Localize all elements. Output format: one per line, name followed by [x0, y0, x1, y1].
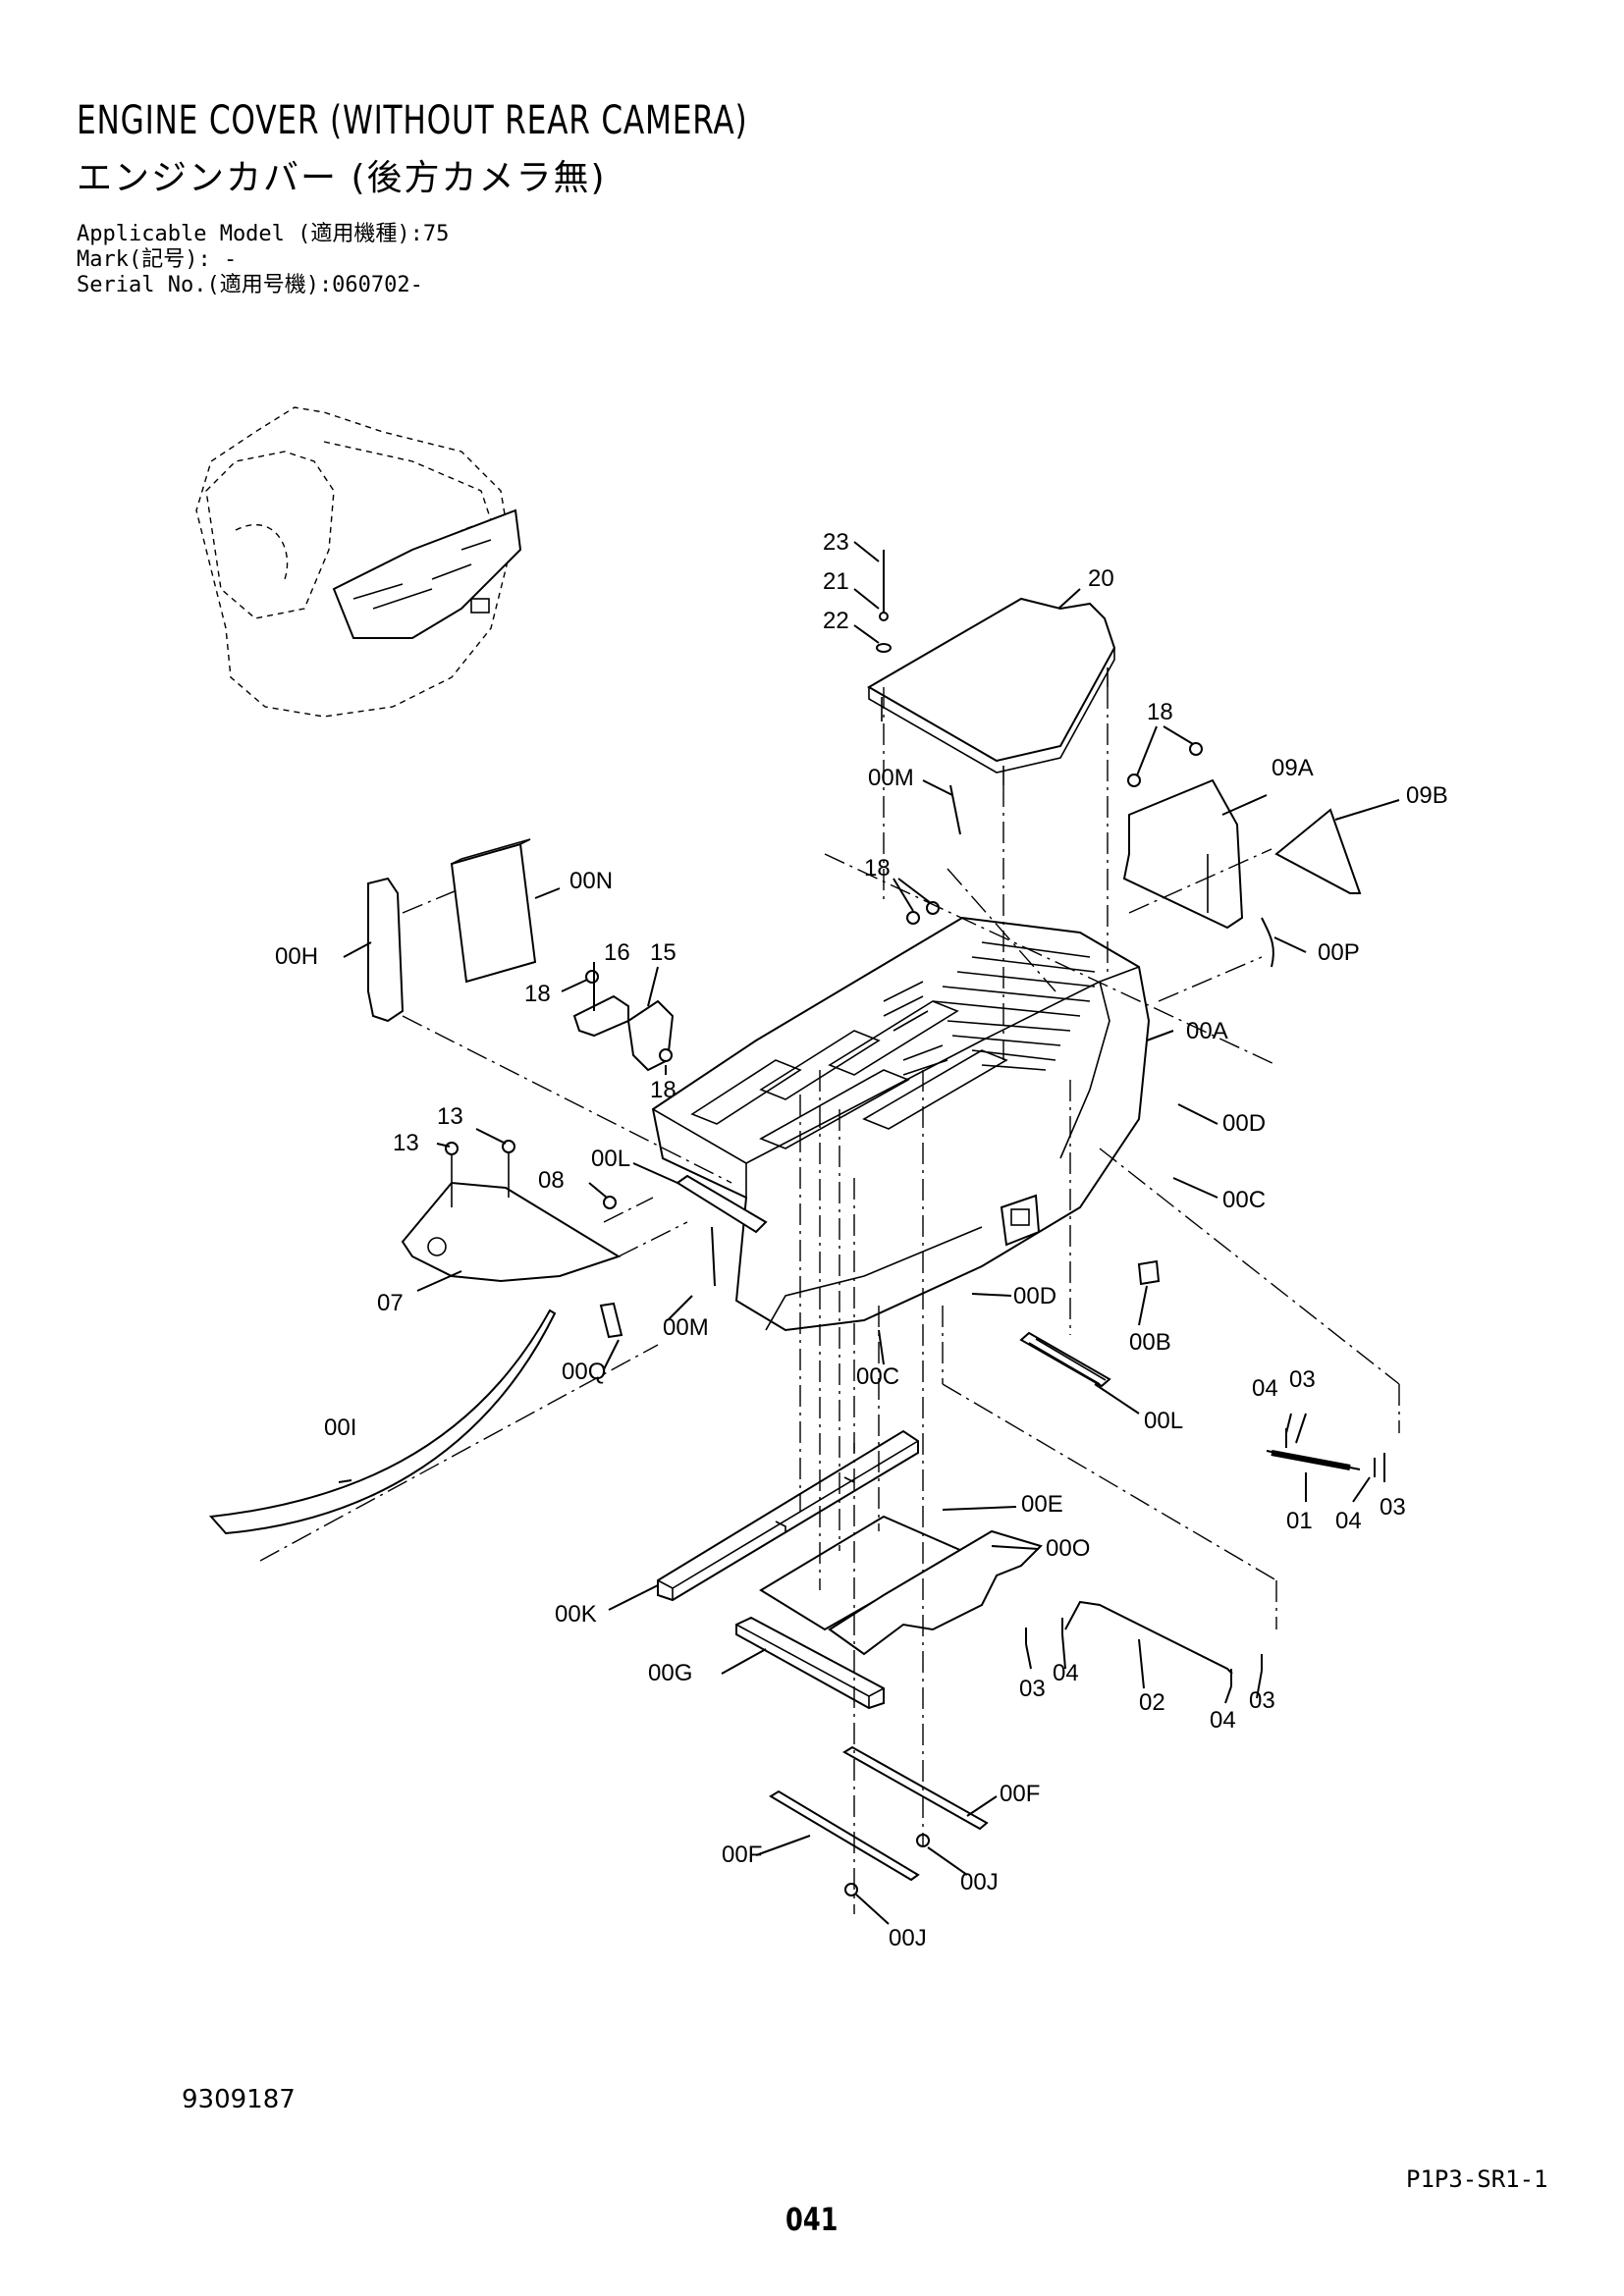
label-21: 21 — [823, 568, 849, 595]
label-09B: 09B — [1406, 782, 1448, 809]
label-03-b: 03 — [1380, 1494, 1406, 1521]
label-04-a: 04 — [1252, 1375, 1278, 1402]
pad-00N — [450, 842, 537, 984]
label-18-a: 18 — [1147, 699, 1173, 725]
label-00J-b: 00J — [889, 1925, 927, 1951]
engine-cover-00A — [651, 916, 1151, 1332]
strap-00F-lower — [769, 1789, 920, 1882]
serial-number: Serial No.(適用号機):060702- — [77, 273, 423, 297]
seal-00L-left — [676, 1174, 768, 1234]
plate-07 — [401, 1140, 622, 1283]
label-04-b: 04 — [1335, 1508, 1362, 1534]
label-00M-b: 00M — [663, 1314, 709, 1341]
title-japanese: エンジンカバー (後方カメラ無) — [77, 158, 607, 198]
label-08: 08 — [538, 1167, 565, 1194]
bracket-09A — [1122, 778, 1244, 930]
label-23: 23 — [823, 529, 849, 556]
label-00L-a: 00L — [591, 1146, 630, 1172]
label-09A: 09A — [1272, 755, 1314, 781]
label-00J-a: 00J — [960, 1869, 999, 1896]
label-00C-b: 00C — [856, 1363, 899, 1390]
label-22: 22 — [823, 608, 849, 634]
label-00D-b: 00D — [1013, 1283, 1056, 1309]
label-00B: 00B — [1129, 1329, 1171, 1356]
label-00A: 00A — [1186, 1018, 1228, 1044]
page-code: P1P3-SR1-1 — [1406, 2165, 1548, 2193]
seal-00P — [1261, 917, 1274, 968]
rod-02 — [1025, 1600, 1263, 1686]
part-labels: 23 21 22 20 18 09A 09B 00M 18 00N 00H 16… — [275, 529, 1448, 1951]
label-15: 15 — [650, 939, 677, 966]
seal-00I — [208, 1308, 557, 1535]
leader-lines — [338, 725, 1400, 1925]
label-18-b: 18 — [864, 855, 891, 881]
label-16: 16 — [604, 939, 630, 966]
label-18-d: 18 — [650, 1077, 677, 1103]
plate-09B — [1274, 808, 1362, 894]
label-00I: 00I — [324, 1415, 356, 1441]
label-00K: 00K — [555, 1601, 597, 1628]
label-00Q: 00Q — [562, 1359, 606, 1385]
side-seal-00H — [367, 877, 405, 1023]
label-00G: 00G — [648, 1660, 692, 1686]
title-english: ENGINE COVER (WITHOUT REAR CAMERA) — [77, 98, 748, 143]
label-03-c: 03 — [1019, 1676, 1046, 1702]
label-18-c: 18 — [524, 981, 551, 1007]
label-13-b: 13 — [393, 1130, 419, 1156]
strap-00F-upper — [842, 1745, 989, 1831]
label-00N: 00N — [569, 868, 613, 894]
bar-00G — [735, 1616, 885, 1710]
applicable-model: Applicable Model (適用機種):75 — [77, 222, 450, 246]
label-00F-b: 00F — [722, 1842, 762, 1868]
bumper-00B — [1137, 1259, 1161, 1286]
label-00H: 00H — [275, 943, 318, 970]
machine-thumbnail — [195, 406, 522, 718]
gas-stay-01 — [1266, 1428, 1385, 1477]
label-04-c: 04 — [1053, 1660, 1079, 1686]
grille-slots — [883, 941, 1096, 1076]
label-00C-a: 00C — [1222, 1187, 1266, 1213]
label-00F-a: 00F — [1000, 1781, 1040, 1807]
label-01: 01 — [1286, 1508, 1313, 1534]
bracket-16 — [572, 994, 629, 1038]
seal-00L-right — [1019, 1331, 1111, 1388]
pad-00O — [828, 1529, 1043, 1656]
label-00P: 00P — [1318, 939, 1360, 966]
label-13-a: 13 — [437, 1103, 463, 1130]
label-00E: 00E — [1021, 1491, 1063, 1518]
label-00M-a: 00M — [868, 765, 914, 791]
mark: Mark(記号): - — [77, 247, 238, 272]
label-20: 20 — [1088, 565, 1114, 592]
label-00O: 00O — [1046, 1535, 1090, 1562]
label-04-d: 04 — [1210, 1707, 1236, 1734]
top-cover-plate-20 — [853, 541, 1116, 785]
label-03-a: 03 — [1289, 1366, 1316, 1393]
document-number: 9309187 — [182, 2085, 296, 2114]
label-07: 07 — [377, 1290, 404, 1316]
page-number: 041 — [785, 2201, 839, 2238]
assembly-lines — [259, 687, 1400, 1914]
label-02: 02 — [1139, 1689, 1165, 1716]
label-00D-a: 00D — [1222, 1110, 1266, 1137]
label-03-d: 03 — [1249, 1687, 1275, 1714]
label-00L-b: 00L — [1144, 1408, 1183, 1434]
